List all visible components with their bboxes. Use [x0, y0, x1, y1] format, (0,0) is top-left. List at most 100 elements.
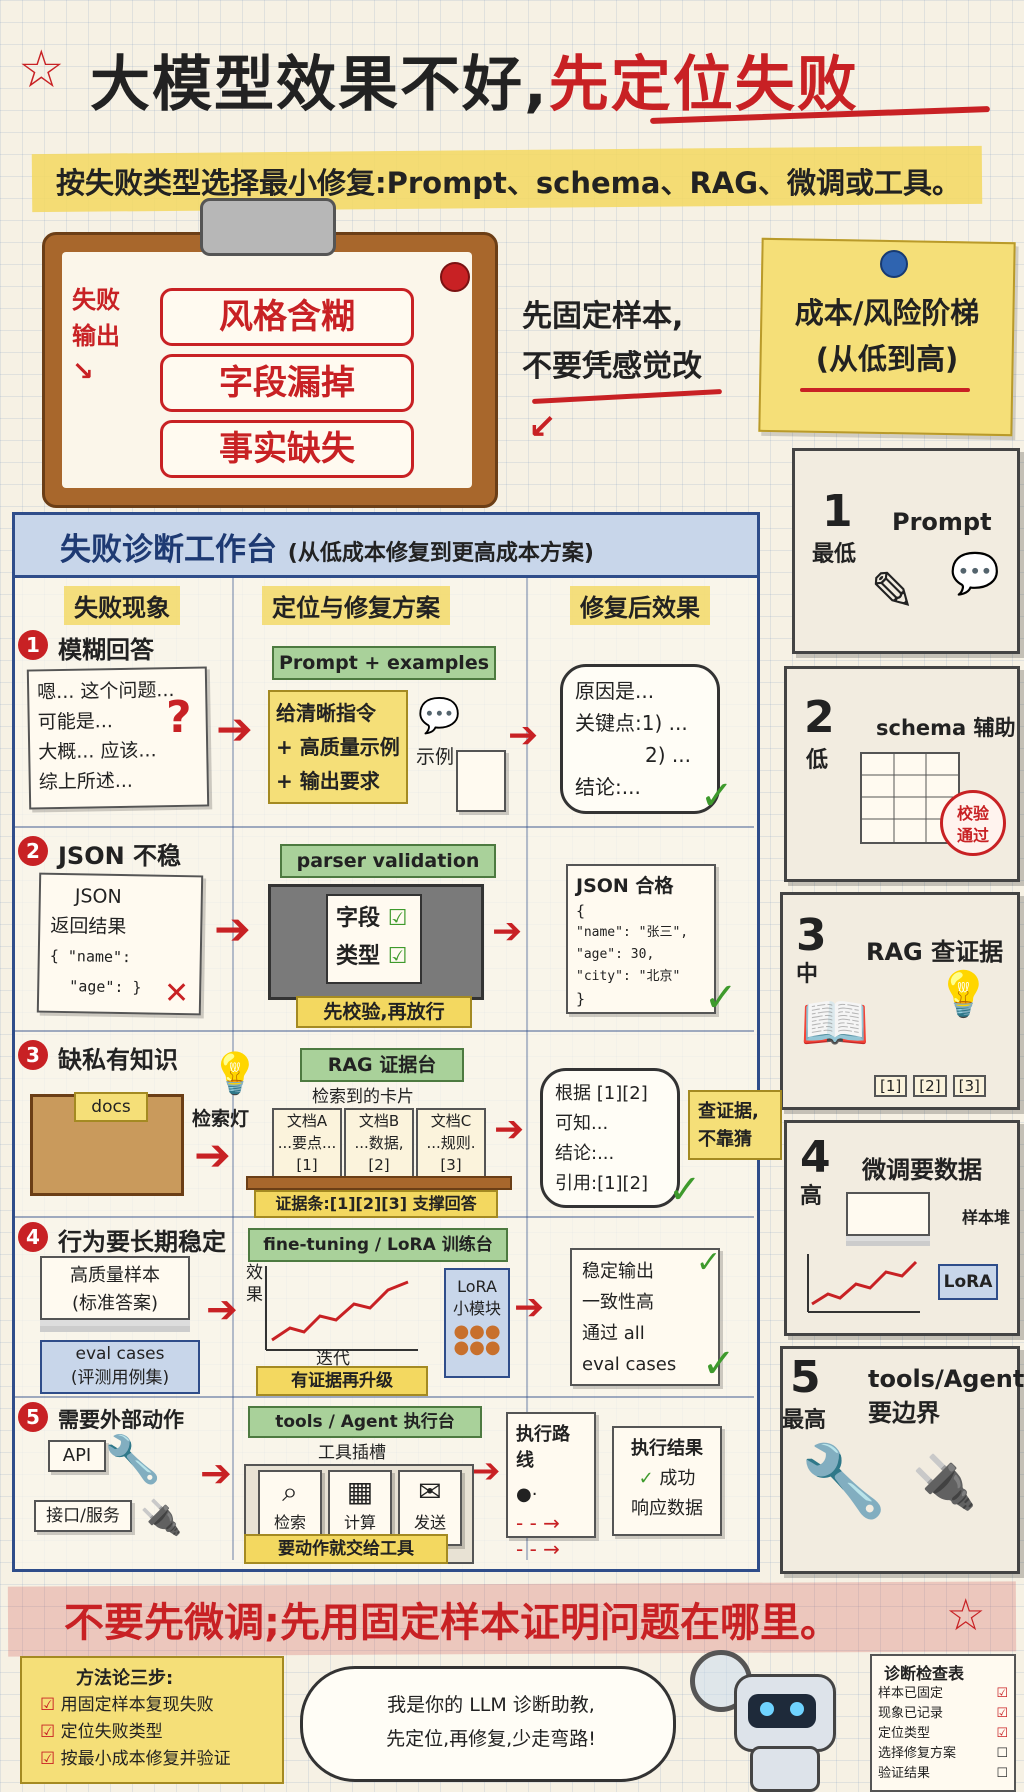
pencil-icon: ✎	[870, 560, 916, 623]
doc-card-body: ...要点...	[277, 1134, 337, 1152]
cards-title: 检索到的卡片	[312, 1087, 414, 1107]
ref-card: [2]	[913, 1075, 947, 1097]
tool-label: 发送	[413, 1513, 446, 1532]
tool-search[interactable]: ⌕ 检索	[258, 1470, 322, 1546]
tool-label: 检索	[273, 1513, 306, 1532]
chat-bubble-icon: 💬	[418, 696, 461, 736]
workbench-banner	[12, 512, 760, 578]
checkbox-checked-icon[interactable]: ☑	[996, 1726, 1008, 1741]
method-title: 方法论三步:	[76, 1668, 174, 1689]
wrench-icon: 🔧	[104, 1432, 162, 1486]
failure-label-line2: 输出	[72, 322, 120, 350]
stamp-line2: 通过	[956, 826, 989, 845]
step-number: 1	[822, 486, 853, 537]
check-icon: ☑	[387, 944, 408, 969]
row-number-badge: 2	[18, 836, 48, 866]
checkbox-checked-icon[interactable]: ☑	[996, 1706, 1008, 1721]
fix-tag: 证据条:[1][2][3] 支撑回答	[254, 1190, 498, 1218]
lora-chip-icon: ●●●●●●	[453, 1321, 501, 1358]
eval-line: (评测用例集)	[70, 1368, 170, 1388]
red-underline	[800, 388, 970, 392]
red-arrow-icon: ➔	[514, 1287, 545, 1328]
method-step: 用固定样本复现失败	[60, 1695, 214, 1715]
step-level: 最低	[812, 542, 857, 567]
stable-result-paper: 稳定输出 一致性高 通过 all eval cases	[570, 1248, 720, 1386]
result-line: 结论:...	[555, 1143, 615, 1164]
red-arrow-icon: ➔	[194, 1130, 231, 1181]
checkbox-checked-icon: ☑	[40, 1695, 56, 1715]
page-title: 大模型效果不好,先定位失败	[90, 36, 859, 123]
checkbox-empty-icon[interactable]: ☐	[996, 1746, 1008, 1761]
ladder-step-5	[780, 1346, 1020, 1574]
step-level: 高	[800, 1184, 823, 1209]
checkbox-checked-icon[interactable]: ☑	[996, 1686, 1008, 1701]
row-label: 模糊回答	[58, 636, 154, 664]
tool-calculate[interactable]: ▦ 计算	[328, 1470, 392, 1546]
checklist-item: 现象已记录☑	[878, 1704, 1008, 1724]
star-icon: ☆	[946, 1590, 986, 1641]
robot-eye	[760, 1702, 774, 1716]
result-line: eval cases	[582, 1354, 677, 1375]
step-title: schema 辅助	[876, 716, 1016, 740]
symptom-line: (标准答案)	[71, 1293, 159, 1314]
fixed-note-line2: 不要凭感觉改	[522, 349, 702, 384]
checklist-item-label: 选择修复方案	[878, 1746, 957, 1761]
footer-banner: 不要先微调;先用固定样本证明问题在哪里。	[64, 1600, 840, 1646]
red-arrow-icon: ➔	[508, 715, 539, 756]
checklist-item-label: 定位类型	[878, 1726, 931, 1741]
wrench-icon: 🔧	[800, 1440, 888, 1522]
ladder-title-line1: 成本/风险阶梯	[794, 296, 980, 330]
column-header-symptom: 失败现象	[64, 586, 180, 625]
column-divider	[232, 576, 234, 1560]
check-icon: ☑	[387, 906, 408, 931]
method-steps: ☑ 用固定样本复现失败 ☑ 定位失败类型 ☑ 按最小成本修复并验证	[40, 1692, 231, 1773]
title-main: 大模型效果不好,	[90, 50, 549, 120]
checkbox-empty-icon[interactable]: ☐	[996, 1766, 1008, 1781]
step-level: 低	[806, 748, 829, 773]
magnifier-icon: ⌕	[282, 1475, 298, 1508]
column-header-result: 修复后效果	[570, 586, 710, 625]
column-divider	[526, 576, 528, 1560]
row-number-badge: 5	[18, 1402, 48, 1432]
open-book-icon: 📖	[800, 991, 870, 1056]
assistant-speech-bubble	[300, 1666, 676, 1782]
ladder-title-line2: (从低到高)	[815, 342, 959, 376]
tool-send[interactable]: ✉ 发送	[398, 1470, 462, 1546]
ladder-step-3	[780, 892, 1020, 1110]
check-icon: ✓	[700, 773, 734, 819]
fix-ribbon: fine-tuning / LoRA 训练台	[248, 1228, 508, 1262]
row-number-badge: 1	[18, 630, 48, 660]
route-dots: ●·	[516, 1484, 538, 1505]
route-title: 执行路线	[516, 1424, 570, 1471]
row-divider	[12, 1396, 754, 1398]
doc-card: 文档C ...规则. [3]	[416, 1108, 486, 1180]
checkbox-checked-icon: ☑	[40, 1722, 56, 1742]
column-header-fix: 定位与修复方案	[262, 586, 450, 625]
note-line: 不靠猜	[698, 1129, 752, 1150]
result-line: 响应数据	[631, 1498, 703, 1519]
robot-body	[750, 1746, 820, 1792]
lora-block: LoRA	[938, 1264, 998, 1300]
doc-card-name: 文档C	[430, 1112, 472, 1130]
result-line: 根据 [1][2]	[555, 1083, 648, 1104]
result-bubble: 原因是... 关键点:1) ... 2) ... 结论:...	[560, 664, 720, 814]
workbench-title-text: 失败诊断工作台	[60, 532, 277, 568]
row-label: 需要外部动作	[58, 1408, 184, 1432]
checklist-item-label: 验证结果	[878, 1766, 931, 1781]
check-icon: ✓	[704, 975, 738, 1021]
step-title: Prompt	[892, 508, 992, 536]
doc-card-ref: [1]	[296, 1156, 318, 1174]
lamp-icon: 💡	[936, 969, 991, 1020]
doc-card-name: 文档B	[358, 1112, 400, 1130]
result-line: "name": "张三",	[576, 925, 689, 940]
pushpin-icon	[440, 262, 470, 292]
workbench-title-note: (从低成本修复到更高成本方案)	[287, 541, 594, 566]
star-icon: ☆	[18, 40, 65, 100]
ladder-title: 成本/风险阶梯 (从低到高)	[782, 290, 992, 382]
evidence-shelf	[246, 1176, 512, 1190]
result-bubble: 根据 [1][2] 可知... 结论:... 引用:[1][2]	[540, 1068, 680, 1208]
tool-slot-title: 工具插槽	[318, 1443, 386, 1463]
evidence-note: 查证据, 不靠猜	[688, 1090, 782, 1160]
stamp-line1: 校验	[956, 804, 989, 823]
result-line: 通过 all	[582, 1323, 645, 1344]
